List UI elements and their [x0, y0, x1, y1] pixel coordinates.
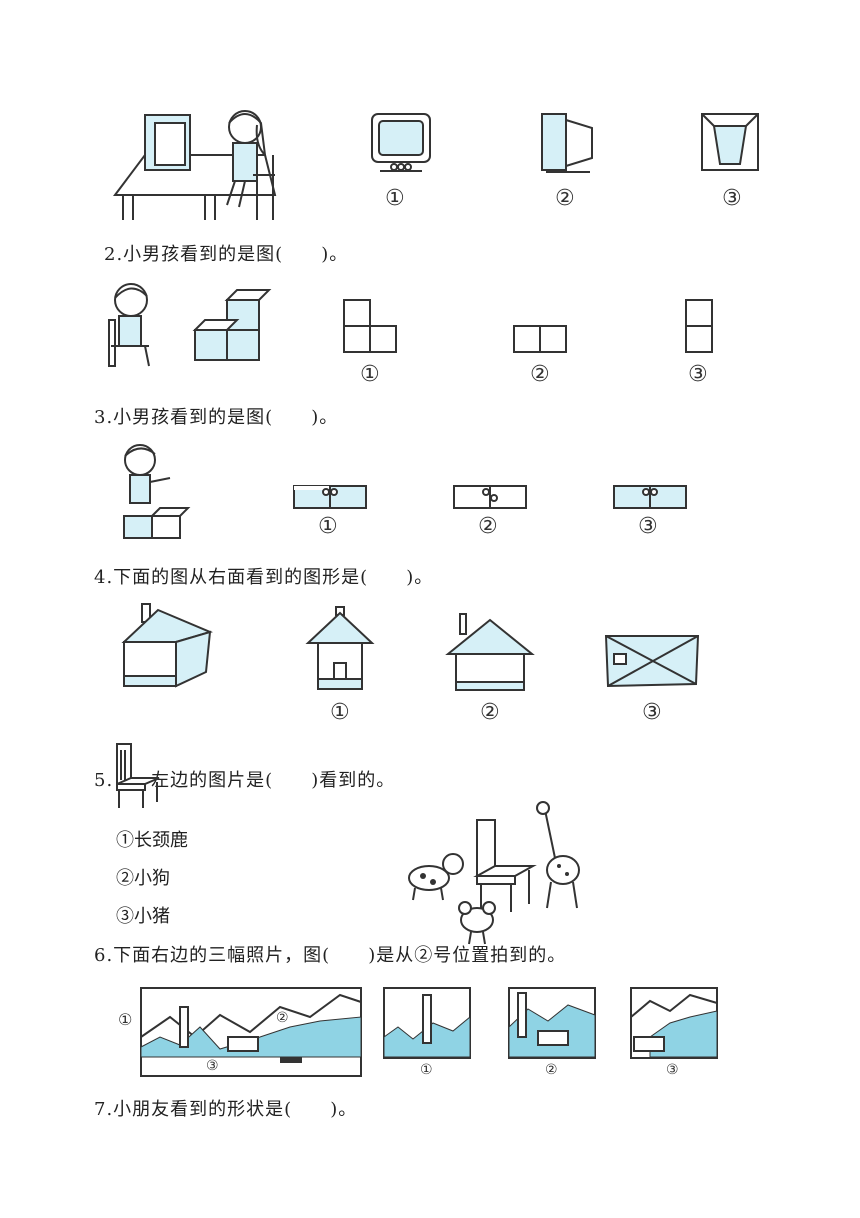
q3-option-3-label: ③: [638, 514, 658, 539]
q4-option-3-label: ③: [642, 700, 662, 725]
q1-option-3-image: [701, 113, 759, 171]
q2-scene-illustration: [108, 283, 272, 367]
q2-option-1-label: ①: [360, 362, 380, 387]
q4-option-1-image: [305, 606, 375, 690]
q1-option-3-label: ③: [722, 186, 742, 211]
question-5-text: 5. 左边的图片是( )看到的。: [94, 770, 396, 791]
question-6-text: 6.下面右边的三幅照片，图( )是从②号位置拍到的。: [94, 945, 567, 966]
q6-photo-1: [383, 987, 471, 1059]
q3-option-2-image: [453, 485, 527, 509]
q3-option-2-label: ②: [478, 514, 498, 539]
q4-option-2-image: [445, 613, 535, 691]
question-7-text: 7.小朋友看到的形状是( )。: [94, 1099, 358, 1120]
q2-option-2-label: ②: [530, 362, 550, 387]
q1-scene-illustration: [113, 110, 277, 220]
q2-option-3-label: ③: [688, 362, 708, 387]
q1-option-2-image: [541, 113, 593, 173]
q6-photo-1-label: ①: [420, 1062, 433, 1078]
q6-position-2-marker: ②: [276, 1010, 289, 1026]
q1-option-2-label: ②: [555, 186, 575, 211]
q4-option-3-image: [604, 635, 700, 688]
q5-chair-thumbnail: [116, 743, 160, 808]
q1-option-1-image: [371, 113, 431, 172]
q3-scene-illustration: [123, 444, 191, 539]
q6-position-3-marker: ③: [206, 1058, 219, 1074]
q6-photo-2-label: ②: [545, 1062, 558, 1078]
q2-option-3-image: [685, 299, 713, 353]
q2-option-2-image: [513, 325, 567, 353]
question-4-text: 4.下面的图从右面看到的图形是( )。: [94, 567, 434, 588]
q4-option-1-label: ①: [330, 700, 350, 725]
q1-option-1-label: ①: [385, 186, 405, 211]
q6-position-1-marker: ①: [118, 1010, 133, 1029]
q5-option-2[interactable]: ②小狗: [116, 868, 170, 889]
q2-option-1-image: [343, 299, 397, 353]
question-2-text: 2.小男孩看到的是图( )。: [104, 244, 349, 265]
q6-photo-3-label: ③: [666, 1062, 679, 1078]
q5-option-3[interactable]: ③小猪: [116, 906, 170, 927]
q4-house-illustration: [121, 603, 213, 688]
q5-scene-illustration: [408, 801, 580, 945]
q4-option-2-label: ②: [480, 700, 500, 725]
q6-photo-2: [508, 987, 596, 1059]
q3-option-3-image: [613, 485, 687, 509]
q6-landscape-panorama: [140, 987, 362, 1077]
q6-photo-3: [630, 987, 718, 1059]
q5-option-1[interactable]: ①长颈鹿: [116, 830, 188, 851]
question-3-text: 3.小男孩看到的是图( )。: [94, 407, 339, 428]
q3-option-1-label: ①: [318, 514, 338, 539]
q3-option-1-image: [293, 485, 367, 509]
